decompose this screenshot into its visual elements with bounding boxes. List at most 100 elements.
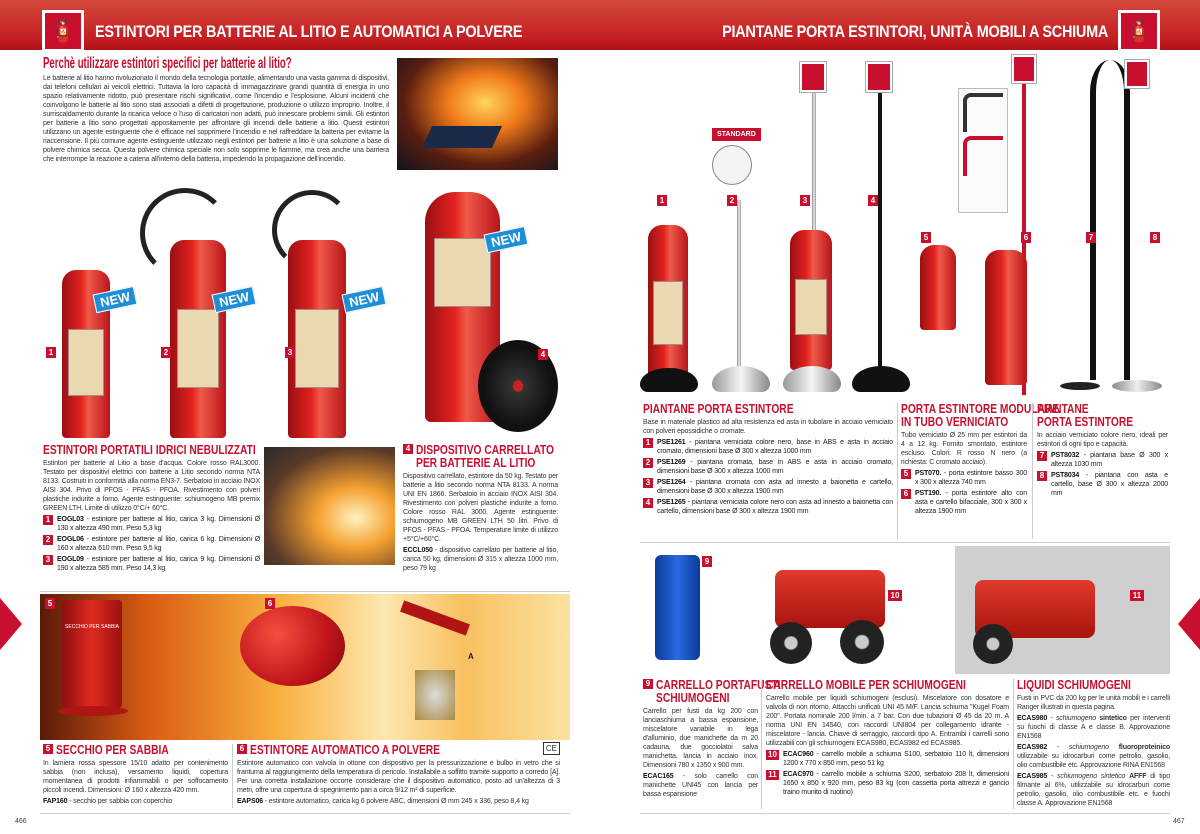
number-badge: 4 [538, 349, 548, 360]
extinguisher-image-3 [288, 240, 346, 438]
product-code: ECAS982 [1017, 744, 1048, 751]
product-desc: - carrello mobile a schiuma S100, serbat… [783, 751, 1009, 767]
product-highlight: fluoroproteinico [1118, 744, 1170, 751]
product-code: PSE1261 [657, 439, 686, 446]
bucket-label: SECCHIO PER SABBIA [65, 624, 119, 630]
foam-drum-cart-image [655, 555, 700, 660]
color-options-image [958, 88, 1008, 213]
number-badge: 5 [43, 744, 53, 754]
divider [640, 542, 1170, 543]
number-badge: 9 [643, 679, 653, 689]
product-desc: - schiumogeno [1047, 744, 1119, 751]
number-badge: 6 [1021, 232, 1031, 243]
product-code: PST070. [915, 470, 942, 477]
foam-cart-s100-image [775, 570, 885, 628]
product-desc: per interventi su fuochi di classe A e c… [1017, 715, 1170, 740]
section-title: IN TUBO VERNICIATO [901, 415, 1009, 429]
standard-detail-image [712, 145, 752, 185]
modulare-section: PORTA ESTINTORE MODULARE IN TUBO VERNICI… [901, 402, 1060, 516]
product-code: EOGL09 [57, 556, 84, 563]
number-badge: 6 [237, 744, 247, 754]
number-badge: 1 [657, 195, 667, 206]
number-badge: 7 [1086, 232, 1096, 243]
product-highlight: AFFF [1129, 773, 1147, 780]
product-desc: - carrello mobile a schiuma S200, serbat… [783, 771, 1009, 796]
fire-extinguisher-icon: 🧯 [42, 10, 84, 52]
extinguisher-sign [1124, 59, 1150, 89]
fire-background-image: SECCHIO PER SABBIA A [40, 594, 570, 740]
section-text: Dispositivo carrellato, estintore da 50 … [403, 473, 558, 543]
black-pole-image [878, 62, 882, 367]
next-page-arrow[interactable] [1178, 598, 1200, 650]
product-code: ECAC165 [643, 773, 674, 780]
number-badge: 3 [800, 195, 810, 206]
section-text: Fusti in PVC da 200 kg per le unità mobi… [1017, 695, 1170, 711]
product-code: PST8032 [1051, 452, 1080, 459]
product-code: PSE1264 [657, 479, 686, 486]
battery-fire-photo [397, 58, 558, 170]
header-bar [0, 0, 1200, 50]
section-title: SCHIUMOGENI [656, 691, 730, 705]
number-badge: 7 [1037, 451, 1047, 461]
number-badge: 2 [161, 347, 171, 358]
number-badge: 11 [766, 770, 779, 780]
number-badge: 10 [766, 750, 779, 760]
section-text: In acciaio verniciato colore nero, ideal… [1037, 432, 1168, 448]
number-badge: 3 [643, 478, 653, 488]
product-item: ECAS985 - schiumogeno sintetico AFFF di … [1017, 772, 1170, 808]
product-highlight: sintetico [1099, 715, 1127, 722]
product-desc: - solo carrello con manichette UNI45 con… [643, 773, 758, 798]
product-code: ECCL050 [403, 547, 433, 554]
section-title: ESTINTORE AUTOMATICO A POLVERE [250, 743, 441, 757]
product-desc: - piantana cromata, base in ABS e asta i… [657, 459, 893, 475]
cart-wheel-image [770, 622, 812, 664]
number-badge: 5 [921, 232, 931, 243]
section-text: In lamiera rossa spessore 15/10 adatto p… [43, 760, 228, 794]
number-badge: 1 [643, 438, 653, 448]
number-badge: 10 [888, 590, 902, 601]
product-code: PST8034 [1051, 472, 1080, 479]
section-title: SECCHIO PER SABBIA [56, 743, 169, 757]
extinguisher-sign [799, 61, 827, 93]
section-text: Tubo verniciato Ø 25 mm per estintori da… [901, 432, 1027, 466]
product-item: ECAS980 - schiumogeno sintetico per inte… [1017, 714, 1170, 741]
section-title: PORTA ESTINTORE [1037, 415, 1134, 429]
extinguisher-sign [865, 61, 893, 93]
number-badge: 9 [702, 556, 712, 567]
product-item: 7 PST8032 - piantana base Ø 300 x altezza… [1037, 451, 1168, 469]
number-badge: 2 [43, 535, 53, 545]
prev-page-arrow[interactable] [0, 598, 22, 650]
page-number-left: 466 [15, 818, 27, 825]
stand-base-image [1060, 382, 1100, 390]
product-code: FAP160 [43, 798, 68, 805]
laptop-image [421, 126, 503, 148]
section-text: Estintore automatico con valvola in otto… [237, 760, 560, 794]
sand-bucket-image: SECCHIO PER SABBIA [62, 600, 122, 708]
product-desc: - piantana base Ø 300 x altezza 1030 mm [1051, 452, 1168, 468]
foam-cart-s200-photo [955, 546, 1170, 674]
product-code: ECAC970 [783, 771, 814, 778]
page-number-right: 467 [1173, 818, 1185, 825]
extinguisher-image [648, 225, 688, 385]
product-code: ECAS985 [1017, 773, 1048, 780]
firefighter-photo [264, 447, 395, 565]
sprinkler-valve-image [415, 670, 455, 720]
left-page-title: ESTINTORI PER BATTERIE AL LITIO E AUTOMA… [95, 22, 523, 41]
product-code: PSE1269 [657, 459, 686, 466]
section-text: Estintori per batterie al Litio a base d… [43, 460, 260, 512]
product-code: EAPS06 [237, 798, 263, 805]
section-title: PORTA ESTINTORE MODULARE [901, 402, 1060, 416]
cart-wheel-image [840, 620, 884, 664]
product-desc: - estintore per batterie al litio, caric… [57, 556, 260, 572]
chrome-pole-image [737, 200, 741, 370]
divider [40, 813, 570, 814]
